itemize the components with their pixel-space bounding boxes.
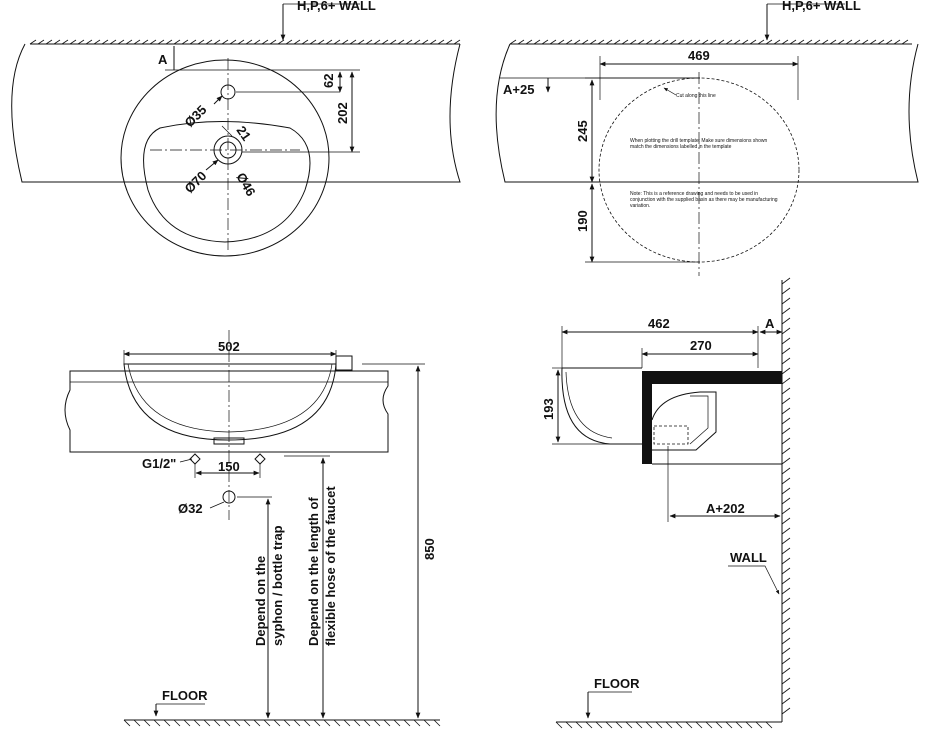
note-drill-template: When plotting the drill template: Make s… [630, 138, 767, 150]
dim-62: 62 [321, 74, 336, 88]
floor-hatch-bl [123, 719, 441, 727]
ref-a-tl: A [158, 52, 168, 67]
basin-profile [561, 367, 642, 445]
floor-label-bl: FLOOR [162, 688, 208, 703]
dim-a25: A+25 [503, 82, 534, 97]
basin-rim-tl [120, 59, 330, 257]
counter-section [642, 371, 782, 464]
floor-hatch-br [555, 721, 773, 729]
counter-outline-tl [11, 43, 461, 183]
basin-front [123, 363, 337, 441]
counter-outline-tr [495, 43, 919, 183]
dia-70: Ø70 [182, 168, 210, 196]
dim-202: 202 [335, 102, 350, 124]
counter-front [64, 370, 389, 453]
bottom-right-side-view: 462 A 270 193 A+202 WALL FLOO [541, 277, 791, 729]
floor-label-br: FLOOR [594, 676, 640, 691]
dim-270: 270 [690, 338, 712, 353]
dim-21: 21 [234, 123, 255, 143]
wall-label-tl: H,P,6+ WALL [297, 0, 376, 13]
dim-245: 245 [575, 120, 590, 142]
basin-bowl-tl [143, 121, 311, 243]
top-left-plan-view: H,P,6+ WALL A 62 202 Ø35 21 Ø70 [11, 0, 461, 257]
syphon-note-2: syphon / bottle trap [270, 525, 285, 646]
wall-hatch-br [781, 277, 791, 715]
hose-note-2: flexible hose of the faucet [323, 486, 338, 646]
dim-469: 469 [688, 48, 710, 63]
note-cut-line: Cut along this line [676, 93, 716, 99]
g12-label: G1/2" [142, 456, 176, 471]
dim-190: 190 [575, 210, 590, 232]
dia-32: Ø32 [178, 501, 203, 516]
basin-rear [651, 391, 717, 451]
dim-150: 150 [218, 459, 240, 474]
dim-a202: A+202 [706, 501, 745, 516]
dia-35: Ø35 [182, 102, 210, 130]
wall-hatch-tr [509, 39, 909, 45]
wall-label-br: WALL [730, 550, 767, 565]
waste-outlet [222, 490, 236, 504]
note-reference: Note: This is a reference drawing and ne… [630, 191, 778, 209]
dim-462: 462 [648, 316, 670, 331]
ref-a-br: A [765, 316, 775, 331]
syphon-note-1: Depend on the [253, 556, 268, 646]
hose-note-1: Depend on the length of [306, 497, 321, 646]
bottom-left-front-view: 502 G1/2" 150 Ø32 850 Depend on the syph… [64, 330, 441, 727]
dim-193: 193 [541, 398, 556, 420]
valve-right [254, 453, 266, 465]
dia-46: Ø46 [233, 170, 258, 199]
dim-850: 850 [422, 538, 437, 560]
top-right-cutout-view: H,P,6+ WALL 469 A+25 245 190 Cut along t… [495, 0, 919, 276]
wall-hatch-tl [29, 39, 461, 45]
wall-label-tr: H,P,6+ WALL [782, 0, 861, 13]
